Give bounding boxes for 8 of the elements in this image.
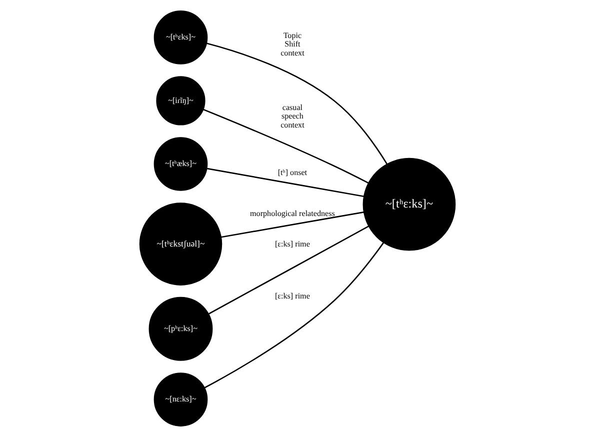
node-circle: ~[tʰɛ:ks]~: [362, 158, 456, 251]
connector: [202, 108, 368, 184]
connector: [220, 212, 364, 238]
connector: [204, 242, 384, 388]
connector: [206, 42, 387, 164]
connector: [208, 226, 368, 314]
node-circle: ~[tʰɛkstʃuəl]~: [138, 202, 222, 286]
connector: [206, 168, 364, 198]
